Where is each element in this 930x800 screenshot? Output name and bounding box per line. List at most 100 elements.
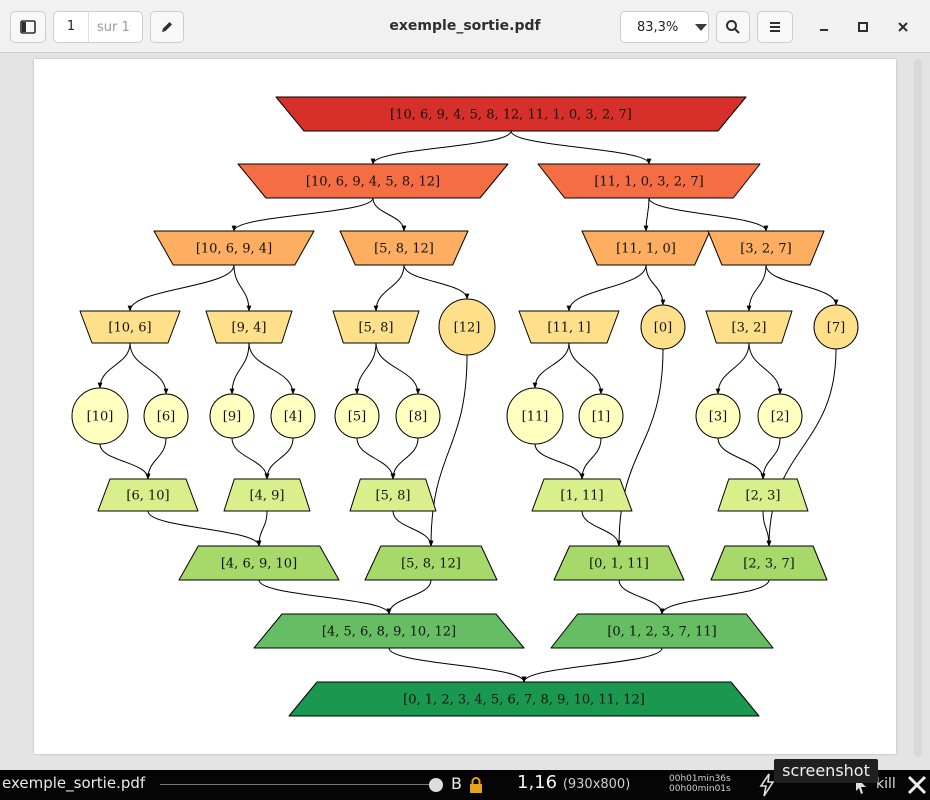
node-shape [288,681,760,717]
edge-n2-n5 [643,197,650,232]
screenshot-button[interactable]: screenshot [774,759,878,783]
diagram-node-n12: [0] [640,304,686,350]
kill-x-icon[interactable] [905,773,929,797]
page-selector[interactable]: 1 sur 1 [53,11,143,43]
diagram-node-n27: [5, 8] [349,478,437,512]
progress-handle[interactable] [429,778,443,792]
diagram-node-n21: [11] [506,387,564,445]
node-label: [0, 1, 11] [589,557,649,572]
edge-n29-n33 [762,510,772,547]
progress-track [160,784,436,785]
maximize-button[interactable] [850,14,876,40]
diagram-node-n3: [10, 6, 9, 4] [153,230,315,266]
scale-value: 1,16 [517,772,558,793]
node-label: [4, 9] [250,489,285,504]
node-label: [5] [348,410,366,425]
node-shape [705,310,793,344]
edge-n13-n24 [748,342,783,395]
node-label: [5, 8, 12] [401,557,461,572]
node-shape [578,393,624,439]
edge-n3-n8 [233,264,252,312]
diagram-node-n18: [4] [270,393,316,439]
edge-n17-n26 [231,437,270,480]
window-title: exemple_sortie.pdf [389,18,541,34]
dropdown-arrow-icon [695,23,707,31]
close-button[interactable] [890,14,916,40]
edge-n18-n26 [264,437,294,480]
node-shape [813,304,859,350]
sidebar-toggle-button[interactable] [10,11,46,43]
edge-n4-n10 [403,264,470,300]
timer-readout: 00h01min36s 00h00min01s [669,774,731,794]
edge-n16-n25 [145,437,167,480]
node-shape [710,545,828,581]
maximize-icon [858,22,868,32]
node-label: [4, 6, 9, 10] [221,557,297,572]
document-view[interactable]: [10, 6, 9, 4, 5, 8, 12, 11, 1, 0, 3, 2, … [0,53,930,770]
node-label: [2, 3, 7] [743,557,795,572]
node-shape [334,393,380,439]
lock-icon [470,777,482,793]
edge-n1-n3 [231,197,374,232]
edge-n33-n35 [659,579,770,615]
node-shape [553,545,685,581]
resolution-value: (930x800) [562,777,631,792]
page-number-input[interactable]: 1 [54,12,89,42]
edge-n6-n14 [765,264,839,306]
diagram-node-n14: [7] [813,304,859,350]
zoom-dropdown[interactable]: 83,3% [620,11,709,43]
diagram-node-n33: [2, 3, 7] [710,545,828,581]
diagram-node-n26: [4, 9] [223,478,311,512]
zoom-level: 83,3% [637,19,679,35]
close-icon [898,22,908,32]
node-shape [506,387,564,445]
pencil-icon [162,22,172,32]
node-label: [10, 6, 9, 4] [196,242,272,257]
kill-button[interactable]: kill [876,776,896,792]
node-shape [332,310,420,344]
edge-n7-n15 [97,342,131,389]
node-label: [5, 8, 12] [374,242,434,257]
main-menu-button[interactable] [757,11,793,43]
vertical-scrollbar[interactable] [914,59,922,757]
node-shape [438,298,496,356]
node-label: [12] [454,321,481,336]
diagram-node-n25: [6, 10] [97,478,199,512]
edge-n19-n27 [356,437,396,480]
node-shape [550,613,774,649]
edge-n8-n18 [248,342,296,395]
node-shape [209,393,255,439]
diagram-node-n35: [0, 1, 2, 3, 7, 11] [550,613,774,649]
minimize-button[interactable] [811,14,837,40]
diagram-node-n13: [3, 2] [705,310,793,344]
diagram-node-n20: [8] [395,393,441,439]
diagram-node-n34: [4, 5, 6, 8, 9, 10, 12] [253,613,525,649]
lightning-icon[interactable] [756,773,778,797]
edge-n24-n29 [760,437,781,480]
node-shape [143,393,189,439]
taskbar-filename: exemple_sortie.pdf [2,774,146,792]
edge-n10-n31 [428,354,468,547]
node-shape [339,230,469,266]
node-shape [275,96,747,132]
node-shape [270,393,316,439]
node-label: [11, 1] [547,321,590,336]
node-shape [253,613,525,649]
diagram-node-n31: [5, 8, 12] [364,545,498,581]
diagram-node-n11: [11, 1] [518,310,620,344]
hamburger-menu-icon [770,22,780,32]
timer-line-1: 00h01min36s [669,774,731,784]
edge-n15-n25 [99,443,151,480]
search-button[interactable] [716,11,750,43]
edge-n4-n9 [373,264,405,312]
edge-n22-n28 [579,437,602,480]
edge-n34-n36 [388,647,527,683]
nodes-layer: [10, 6, 9, 4, 5, 8, 12, 11, 1, 0, 3, 2, … [71,96,859,717]
annotate-button[interactable] [150,11,184,43]
node-label: [11, 1, 0, 3, 2, 7] [594,175,703,190]
node-label: [11] [522,410,549,425]
node-label: [0, 1, 2, 3, 7, 11] [607,625,716,640]
edge-n2-n6 [648,197,769,232]
diagram-node-n4: [5, 8, 12] [339,230,469,266]
edge-n21-n28 [534,443,585,480]
